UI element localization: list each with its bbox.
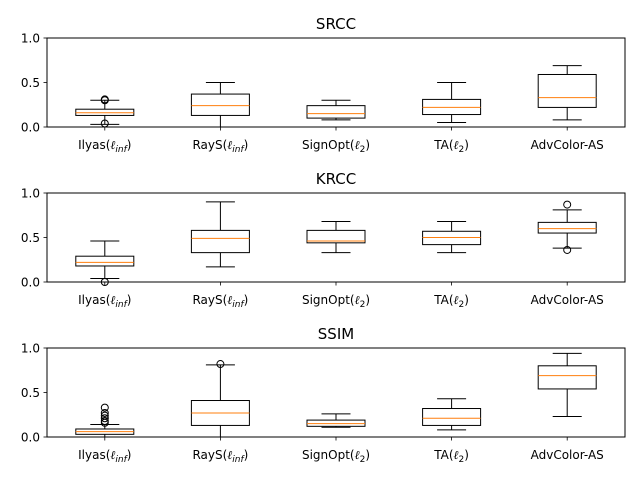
x-tick-label: TA(ℓ2) [433, 293, 469, 310]
x-tick-label: AdvColor-AS [531, 138, 604, 152]
x-tick-label: Ilyas(ℓinf) [78, 448, 131, 465]
x-tick-label-subscript: inf [232, 300, 245, 310]
x-tick-label: SignOpt(ℓ2) [302, 448, 370, 465]
x-tick-label-subscript: inf [115, 300, 128, 310]
outlier-point [100, 95, 109, 104]
outlier-point [100, 408, 109, 417]
iqr-box [537, 365, 597, 390]
x-tick-label-name: AdvColor-AS [531, 293, 604, 307]
x-tick-label-name: SignOpt [302, 293, 350, 307]
y-tick-label: 0.5 [21, 231, 40, 245]
y-tick-label: 0.0 [21, 121, 40, 135]
iqr-box [306, 105, 366, 119]
iqr-box [190, 93, 250, 116]
x-tick-label-name: SignOpt [302, 448, 350, 462]
iqr-box [537, 221, 597, 234]
x-tick-label-name: AdvColor-AS [531, 448, 604, 462]
x-tick-label-subscript: inf [115, 455, 128, 465]
y-tick-label: 0.0 [21, 431, 40, 445]
outlier-point [100, 414, 109, 423]
outlier-point [216, 360, 225, 369]
iqr-box [75, 255, 135, 267]
x-tick-label-subscript: 2 [459, 300, 465, 310]
box-advcolor-as [537, 200, 597, 254]
box-ilyas [75, 240, 135, 286]
axes-frame [46, 347, 626, 438]
x-tick-label: TA(ℓ2) [433, 138, 469, 155]
y-tick-label: 1.0 [21, 32, 40, 46]
x-tick-label-name: RayS [192, 138, 222, 152]
box-ta [422, 220, 482, 254]
x-tick-label-name: TA [433, 138, 449, 152]
x-tick-label-subscript: inf [232, 455, 245, 465]
y-tick-label: 0.0 [21, 276, 40, 290]
x-tick-label-subscript: inf [232, 145, 245, 155]
x-tick-label-name: RayS [192, 448, 222, 462]
box-rays [190, 201, 250, 268]
chart-title: KRCC [316, 170, 356, 188]
y-tick-label: 0.5 [21, 386, 40, 400]
x-tick-label: AdvColor-AS [531, 293, 604, 307]
box-advcolor-as [537, 352, 597, 418]
box-ilyas [75, 95, 135, 128]
x-tick-label-subscript: 2 [360, 455, 366, 465]
x-tick-label-name: TA [433, 448, 449, 462]
x-tick-label-subscript: 2 [459, 455, 465, 465]
y-tick-label: 1.0 [21, 342, 40, 356]
x-tick-label-subscript: inf [115, 145, 128, 155]
iqr-box [422, 408, 482, 426]
x-tick-label: RayS(ℓinf) [192, 293, 248, 310]
iqr-box [190, 229, 250, 254]
x-tick-label: AdvColor-AS [531, 448, 604, 462]
box-signopt [306, 220, 366, 254]
x-tick-label: RayS(ℓinf) [192, 138, 248, 155]
iqr-box [306, 229, 366, 244]
y-tick-label: 0.5 [21, 76, 40, 90]
x-tick-label: SignOpt(ℓ2) [302, 138, 370, 155]
box-rays [190, 360, 250, 438]
x-tick-label-name: Ilyas [78, 293, 106, 307]
x-tick-label: Ilyas(ℓinf) [78, 293, 131, 310]
x-tick-label-name: TA [433, 293, 449, 307]
axes-frame [46, 192, 626, 283]
outlier-point [100, 411, 109, 420]
box-signopt [306, 99, 366, 121]
x-tick-label-subscript: 2 [360, 300, 366, 310]
x-tick-label-name: Ilyas [78, 448, 106, 462]
box-signopt [306, 413, 366, 428]
box-ta [422, 398, 482, 431]
box-ilyas [75, 403, 135, 438]
outlier-point [563, 245, 572, 254]
x-tick-label-subscript: 2 [459, 145, 465, 155]
outlier-point [563, 200, 572, 209]
x-tick-label-subscript: 2 [360, 145, 366, 155]
chart-title: SSIM [318, 325, 354, 343]
axes-frame [46, 37, 626, 128]
x-tick-label: SignOpt(ℓ2) [302, 293, 370, 310]
outlier-point [100, 403, 109, 412]
x-tick-label: RayS(ℓinf) [192, 448, 248, 465]
x-tick-label: Ilyas(ℓinf) [78, 138, 131, 155]
x-tick-label-name: SignOpt [302, 138, 350, 152]
y-tick-label: 1.0 [21, 187, 40, 201]
x-tick-label-name: Ilyas [78, 138, 106, 152]
x-tick-label-name: AdvColor-AS [531, 138, 604, 152]
iqr-box [537, 73, 597, 108]
x-tick-label: TA(ℓ2) [433, 448, 469, 465]
x-tick-label-name: RayS [192, 293, 222, 307]
box-ta [422, 82, 482, 124]
box-advcolor-as [537, 65, 597, 121]
outlier-point [100, 416, 109, 425]
box-rays [190, 82, 250, 128]
chart-title: SRCC [316, 15, 356, 33]
